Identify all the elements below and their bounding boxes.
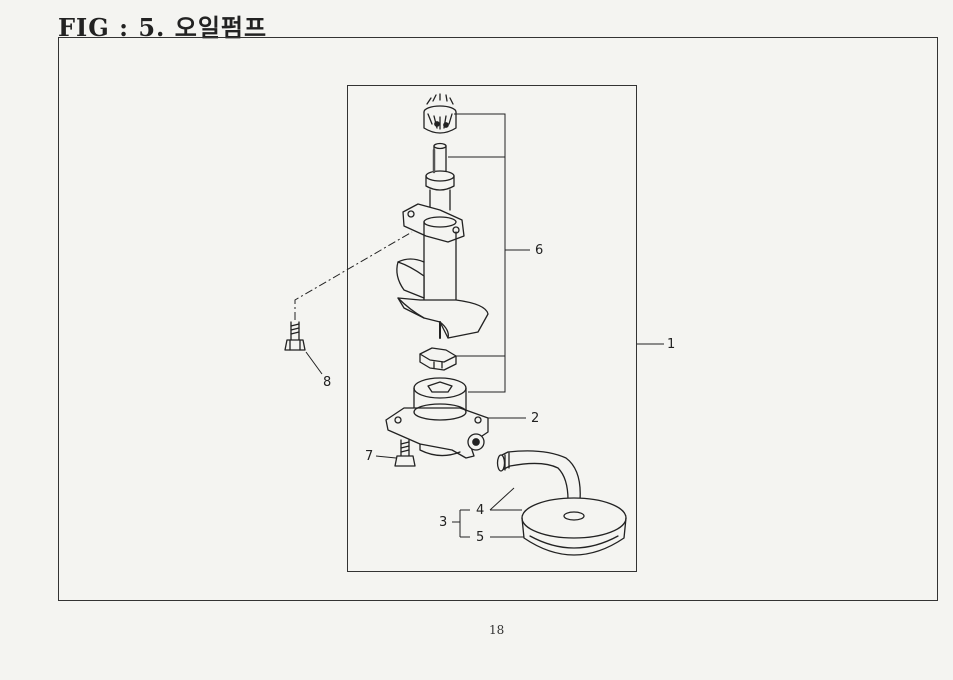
assembly-frame <box>347 85 637 572</box>
bolt-8 <box>284 321 306 351</box>
pump-housing-lower <box>385 403 489 459</box>
callout-8: 8 <box>323 375 332 390</box>
callout-5: 5 <box>476 530 485 545</box>
callout-4: 4 <box>476 503 485 518</box>
inner-rotor <box>419 347 457 371</box>
page-number: 18 <box>489 623 505 637</box>
callout-3: 3 <box>439 515 448 530</box>
strainer-pipe <box>496 450 583 515</box>
outer-frame <box>58 37 938 601</box>
drive-gear <box>423 93 457 134</box>
callout-1: 1 <box>667 337 676 352</box>
drive-shaft <box>425 142 455 211</box>
callout-2: 2 <box>531 411 540 426</box>
oil-strainer <box>521 497 627 556</box>
pump-body-upper <box>396 203 489 339</box>
bolt-7 <box>394 439 416 467</box>
callout-6: 6 <box>535 243 544 258</box>
callout-7: 7 <box>365 449 374 464</box>
